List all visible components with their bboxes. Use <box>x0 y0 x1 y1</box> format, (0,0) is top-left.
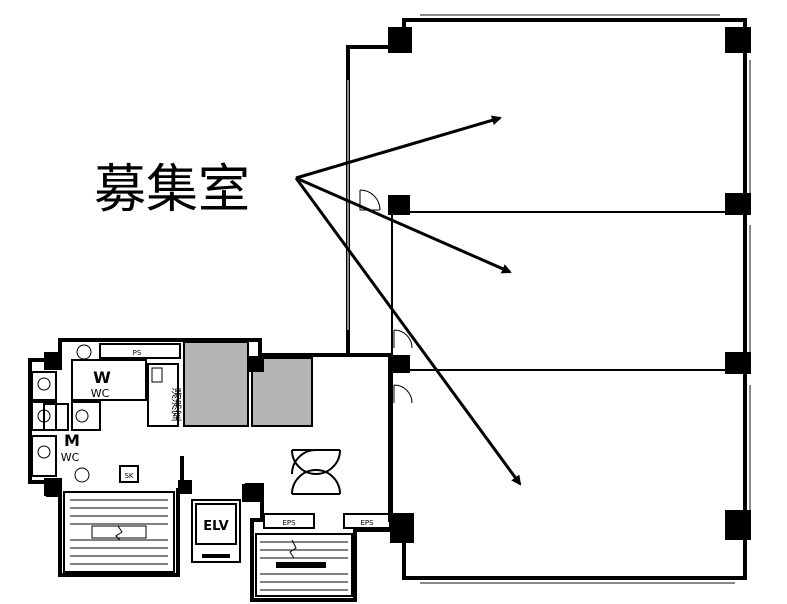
elevator-label: ELV <box>203 519 228 534</box>
stair-treads-left <box>70 499 168 565</box>
eps-left-room <box>263 513 315 529</box>
wc-women-text: WC <box>91 387 110 400</box>
column <box>44 352 62 370</box>
column <box>388 355 410 373</box>
column <box>248 356 264 372</box>
kitchen-counter-icon <box>151 367 163 383</box>
fixture-icon <box>76 344 92 360</box>
office-block <box>346 14 751 584</box>
column <box>725 193 751 215</box>
toilet-stall <box>71 401 101 431</box>
eps-left-label: EPS <box>282 519 296 527</box>
double-door <box>291 449 341 476</box>
annotation-arrows <box>294 115 522 486</box>
sk-label: SK <box>124 472 133 480</box>
kitchen-room <box>147 363 179 427</box>
vacant-room-label: 募集室 <box>94 160 250 220</box>
column <box>725 27 751 53</box>
office-outer-wall <box>346 18 747 580</box>
fixture-icon <box>74 467 90 483</box>
stairwell-left <box>63 491 175 573</box>
ps-room <box>99 343 181 359</box>
wc-men-text: WC <box>61 451 80 464</box>
door-upper <box>359 189 381 211</box>
elevator-car <box>195 503 237 545</box>
fixture-icon <box>37 445 51 459</box>
toilet-stall <box>31 371 57 401</box>
column <box>388 195 410 215</box>
wc-men-letter: M <box>64 431 80 450</box>
arrow-to-lower-room <box>294 177 522 486</box>
stairwell-right <box>255 533 353 597</box>
column <box>180 456 184 492</box>
elevator-shaft <box>191 499 241 563</box>
core-outer-wall <box>28 338 348 577</box>
wc-women-letter: W <box>93 368 111 387</box>
elevator-door <box>202 554 230 558</box>
stair-treads-right <box>260 539 348 591</box>
toilet-stall <box>31 435 57 477</box>
sk-room <box>119 465 139 483</box>
column <box>390 513 414 543</box>
eps-right-label: EPS <box>360 519 374 527</box>
shaded-room-left <box>183 341 249 427</box>
door-lower <box>393 384 413 404</box>
door-middle <box>393 329 413 349</box>
column <box>44 478 62 496</box>
column <box>242 484 262 502</box>
fixture-icon <box>37 377 51 391</box>
column <box>725 352 751 374</box>
fixture-icon <box>37 409 51 423</box>
eps-right-room <box>343 513 391 529</box>
arrow-to-upper-room <box>295 115 502 180</box>
wc-women-room <box>71 359 147 401</box>
fixture-icon <box>75 409 89 423</box>
core-area: PS W WC 湯沸室 M WC SK <box>28 338 391 602</box>
double-door-lower <box>291 468 341 495</box>
column <box>388 27 412 53</box>
arrow-to-middle-room <box>295 176 512 274</box>
toilet-stall <box>43 403 69 431</box>
column <box>725 510 751 540</box>
ps-label: PS <box>133 349 142 357</box>
